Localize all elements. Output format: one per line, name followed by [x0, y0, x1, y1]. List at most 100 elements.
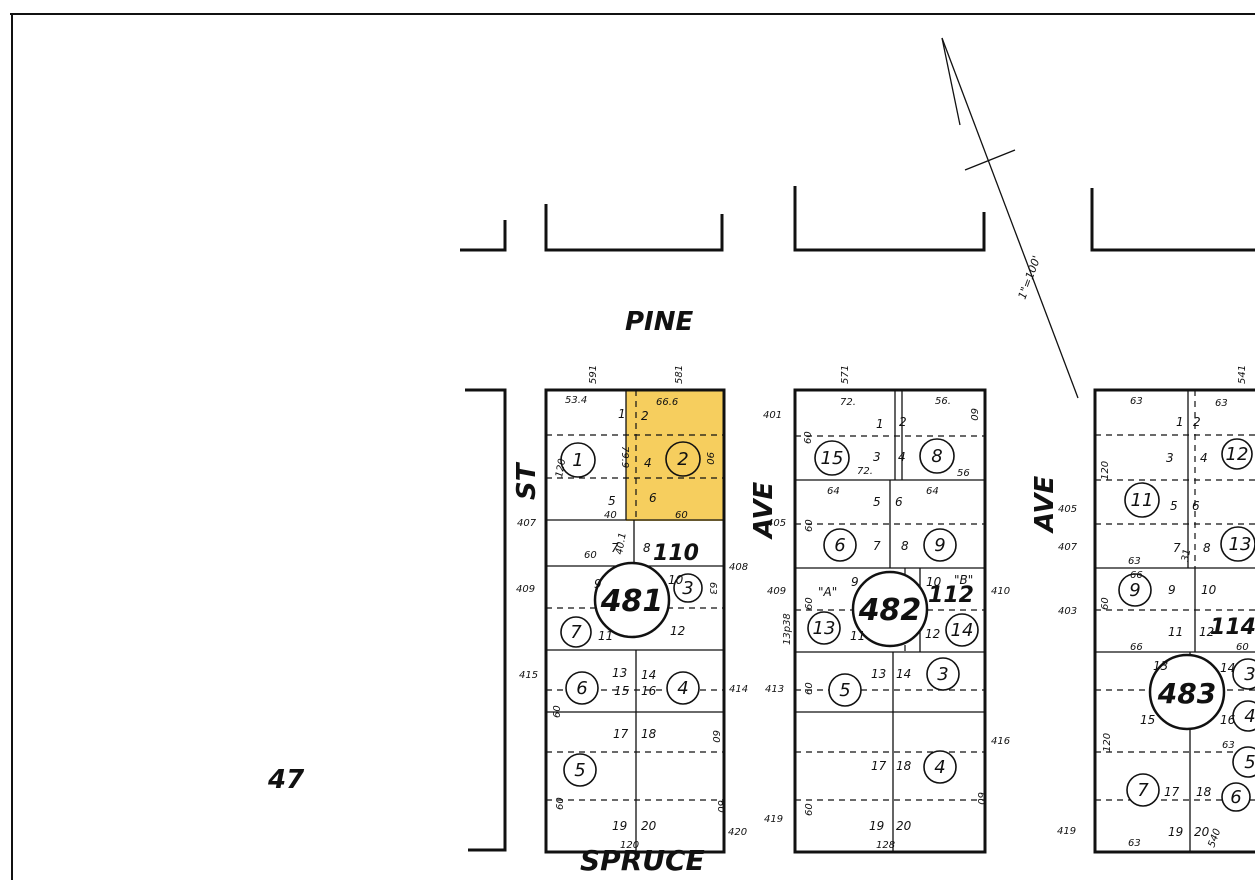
dimension: 60: [555, 797, 566, 810]
lot-number: 18: [1196, 785, 1212, 799]
parcel-number: 5: [839, 680, 850, 701]
address-number: 541: [1237, 365, 1248, 384]
lot-number: 1: [618, 407, 626, 421]
block-482: 482 112 15 8 6 9 13 14 3 5 4 1 2 3: [763, 365, 1010, 854]
dimension: 66: [1130, 570, 1143, 581]
parcel-number: 4: [1244, 706, 1255, 727]
lot-number: 11: [1168, 625, 1183, 639]
lot-number: 2: [899, 415, 907, 429]
lot-number: 14: [641, 668, 656, 682]
parcel-number: 1: [572, 450, 583, 471]
address-number: 419: [764, 814, 783, 825]
parcel-number: 5: [574, 760, 585, 781]
parcel-circles: [560, 441, 703, 787]
lot-number: 20: [1194, 825, 1210, 839]
parcel-number: 3: [682, 578, 693, 599]
lot-number: 6: [649, 491, 657, 505]
lot-number: 8: [643, 541, 651, 555]
parcel-number: 6: [576, 678, 587, 699]
lot-number: 14: [896, 667, 911, 681]
lot-number: 6: [895, 495, 903, 509]
dimension: 120: [1102, 733, 1113, 752]
dimension: 60: [1236, 642, 1249, 653]
lot-number: 15: [1140, 713, 1155, 727]
dimension: 66: [1130, 642, 1143, 653]
lot-number: 13: [1153, 659, 1168, 673]
block-number: 481: [600, 584, 664, 619]
lot-number: 17: [1164, 785, 1180, 799]
dimension: 60: [710, 730, 721, 743]
parcel-number: 2: [677, 449, 688, 470]
block-number: 482: [858, 593, 922, 628]
parcel-number: 8: [931, 446, 942, 467]
dimension: 60: [804, 803, 815, 816]
lot-number: 9: [594, 577, 602, 591]
lot-number: 9: [1168, 583, 1176, 597]
parcel-number: 7: [1137, 780, 1149, 801]
sheet-number: 47: [267, 765, 305, 795]
dimension: 60: [675, 510, 688, 521]
dimension: 66.6: [656, 397, 678, 408]
parcel-number: 9: [934, 535, 945, 556]
lot-number: 20: [641, 819, 657, 833]
dimension: 60: [975, 792, 986, 805]
address-number: 571: [840, 365, 851, 384]
lot-number: 12: [1199, 625, 1214, 639]
address-number: 410: [991, 586, 1010, 597]
address-number: 403: [1058, 606, 1077, 617]
lot-number: 5: [873, 495, 881, 509]
parcel-number: 3: [1244, 664, 1255, 685]
left-block-edge: [465, 388, 507, 852]
north-block-stubs: [460, 186, 1255, 252]
street-label-ave-1: AVE: [749, 482, 779, 540]
parcel-number: 9: [1129, 580, 1140, 601]
parcel-circles: [1118, 438, 1255, 812]
lot-number: 15: [614, 684, 629, 698]
dimension: 60: [552, 705, 563, 718]
address-number: 413: [765, 684, 784, 695]
dimension: 63: [1128, 556, 1141, 567]
dimension: 63: [1215, 398, 1228, 409]
lot-number: 1: [876, 417, 884, 431]
address-number: 407: [517, 518, 537, 529]
address-number: 414: [729, 684, 748, 695]
lot-number: 14: [1220, 661, 1235, 675]
block-number-circle: [1148, 653, 1226, 731]
sheet-border: [10, 13, 1255, 880]
dimension: 56.: [935, 396, 951, 407]
address-number: 405: [1058, 504, 1077, 515]
lot-number: 4: [898, 450, 906, 464]
dimension: 60: [968, 408, 979, 421]
address-number: 416: [991, 736, 1010, 747]
lot-number: 16: [1220, 713, 1236, 727]
address-number: 408: [729, 562, 748, 573]
lot-number: 13: [871, 667, 886, 681]
lot-number: 10: [926, 575, 942, 589]
dimension: 56: [957, 468, 970, 479]
dimension: 53.4: [565, 395, 587, 406]
lot-number: 16: [641, 684, 657, 698]
dimension: 63: [1128, 838, 1141, 849]
street-label-ave-2: AVE: [1030, 476, 1060, 534]
lot-number: 4: [1200, 451, 1208, 465]
street-label-spruce: SPRUCE: [580, 844, 705, 877]
dimension: 63: [1130, 396, 1143, 407]
parcel-number: 14: [951, 620, 974, 641]
parcel-number: 5: [1244, 752, 1255, 773]
lot-number: 20: [896, 819, 912, 833]
parcel-number: 3: [937, 664, 948, 685]
lot-number: 19: [869, 819, 884, 833]
lot-number: 5: [1170, 499, 1178, 513]
address-number: 581: [674, 365, 685, 384]
dimension: 60: [715, 800, 726, 813]
dimension: 79.9: [619, 446, 630, 468]
dimension: 120: [1100, 461, 1111, 480]
lot-number: 2: [641, 409, 649, 423]
address-number: 420: [728, 827, 747, 838]
dimension: 31: [1180, 548, 1193, 562]
lot-number: 4: [644, 456, 652, 470]
parcel-number: 6: [834, 535, 845, 556]
lot-number: 1: [1176, 415, 1184, 429]
parcel-number: 12: [1226, 444, 1249, 465]
